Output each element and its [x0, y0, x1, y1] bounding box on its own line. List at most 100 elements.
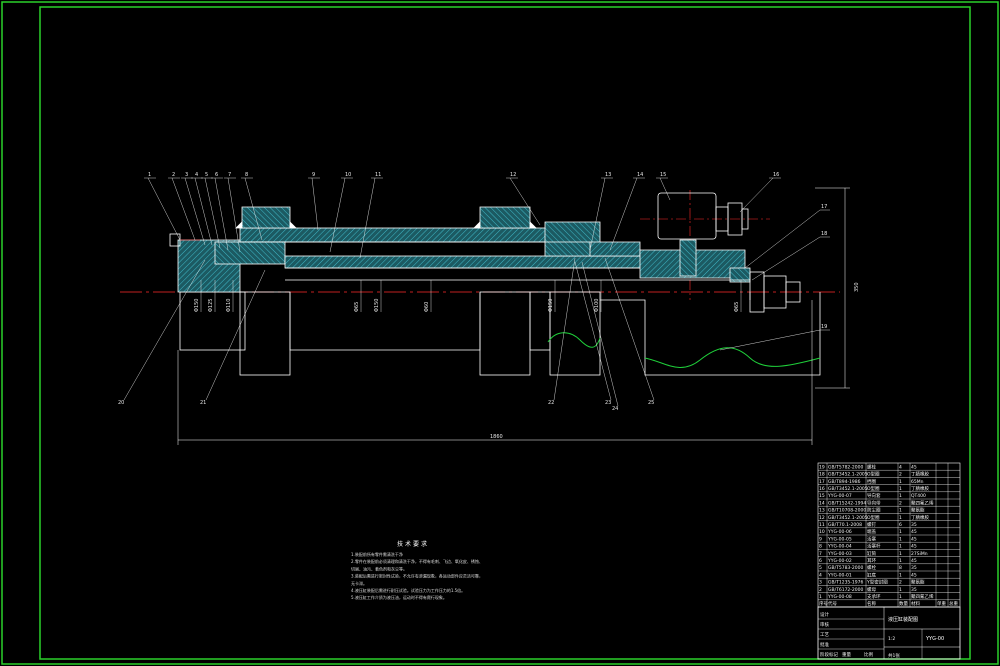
title-block-label: 批准 — [820, 641, 829, 648]
parts-cell: 缸筒 — [867, 550, 876, 557]
parts-cell: 35 — [911, 565, 917, 571]
parts-cell: 13 — [819, 508, 825, 514]
parts-cell: 4 — [899, 464, 902, 470]
parts-cell: YYG-00-08 — [827, 594, 852, 600]
notes-title: 技术要求 — [397, 540, 429, 548]
parts-cell: QT400 — [911, 493, 926, 499]
diameter-label: Φ100 — [594, 299, 600, 312]
balloon-label: 25 — [648, 400, 654, 406]
parts-cell: 65Mn — [911, 479, 924, 485]
parts-cell: 2 — [819, 587, 822, 593]
parts-cell: 螺钉 — [867, 521, 876, 528]
parts-cell: 27SiMn — [911, 551, 928, 557]
balloon-label: 14 — [637, 172, 643, 178]
parts-header: 代号 — [828, 600, 837, 607]
parts-cell: 9 — [819, 536, 822, 542]
parts-cell: YYG-00-07 — [827, 493, 852, 499]
parts-cell: 3 — [819, 580, 822, 586]
balloon-label: 16 — [773, 172, 779, 178]
balloon-label: 1 — [148, 172, 151, 178]
parts-cell: 聚氨酯 — [911, 579, 925, 586]
title-block-footer: 比例 — [864, 651, 873, 658]
notes-line: 5.液压缸工作介质为液压油，运动时不得有爬行现象。 — [351, 594, 447, 600]
parts-cell: GB/T6172-2000 — [828, 587, 864, 593]
parts-cell: 19 — [819, 464, 825, 470]
parts-cell: 5 — [819, 565, 822, 571]
parts-cell: YYG-00-06 — [827, 529, 852, 535]
parts-cell: GB/T3452.1-2005 — [828, 486, 868, 492]
balloon-label: 13 — [605, 172, 611, 178]
balloon-label: 8 — [245, 172, 248, 178]
parts-cell: 1 — [899, 594, 902, 600]
parts-cell: GB/T3452.1-2005 — [828, 515, 868, 521]
balloon-label: 21 — [200, 400, 206, 406]
balloon-label: 18 — [821, 231, 827, 237]
notes-line: 1.装配前所有零件需清洗干净 — [351, 551, 403, 557]
balloon-label: 6 — [215, 172, 218, 178]
parts-cell: 丁腈橡胶 — [911, 471, 929, 478]
parts-cell: 2 — [899, 500, 902, 506]
parts-cell: YYG-00-04 — [827, 544, 852, 550]
parts-cell: YYG-00-03 — [827, 551, 852, 557]
parts-cell: 45 — [911, 529, 917, 535]
parts-cell: 2 — [899, 472, 902, 478]
balloon-label: 24 — [612, 406, 618, 412]
parts-cell: 16 — [819, 486, 825, 492]
balloon-label: 20 — [118, 400, 124, 406]
dimension-lines — [177, 187, 850, 445]
notes-line: 无卡滞。 — [351, 580, 367, 586]
parts-cell: 45 — [911, 544, 917, 550]
parts-cell: 聚四氟乙烯 — [911, 593, 934, 600]
parts-cell: 端盖 — [867, 528, 876, 535]
parts-cell: 丁腈橡胶 — [911, 514, 929, 521]
balloon-label: 22 — [548, 400, 554, 406]
hydraulic-break-line-left — [547, 332, 601, 348]
parts-cell: GB/T1235-1976 — [828, 580, 864, 586]
parts-cell: GB/T15242-1994 — [828, 500, 866, 506]
parts-cell: O型圈 — [867, 485, 880, 492]
parts-cell: 35 — [911, 587, 917, 593]
parts-cell: 45 — [911, 572, 917, 578]
hydraulic-break-line — [644, 347, 821, 368]
parts-cell: 35 — [911, 522, 917, 528]
parts-cell: 2 — [899, 580, 902, 586]
balloon-label: 3 — [185, 172, 188, 178]
notes-line: 2.零件在装配前必须清理和清洗干净，不得有毛刺、飞边、氧化皮、锈蚀、 — [351, 558, 483, 564]
parts-cell: 挡圈 — [867, 478, 876, 485]
parts-cell: 1 — [899, 479, 902, 485]
sheet-count: 共1张 — [888, 652, 900, 659]
parts-cell: YYG-00-01 — [827, 572, 852, 578]
parts-cell: 聚氨酯 — [911, 507, 925, 514]
parts-cell: 导向带 — [867, 499, 881, 506]
parts-cell: 6 — [899, 522, 902, 528]
balloon-label: 17 — [821, 204, 827, 210]
parts-cell: 15 — [819, 493, 825, 499]
balloon-label: 5 — [205, 172, 208, 178]
balloon-label: 4 — [195, 172, 198, 178]
balloon-label: 11 — [375, 172, 381, 178]
parts-cell: GB/T5783-2000 — [828, 565, 864, 571]
parts-cell: 1 — [899, 486, 902, 492]
parts-cell: 14 — [819, 500, 825, 506]
parts-cell: 7 — [819, 551, 822, 557]
parts-header: 名称 — [867, 600, 876, 607]
parts-cell: GB/T5782-2000 — [828, 464, 864, 470]
parts-cell: 螺母 — [867, 586, 876, 593]
title-block-footer: 阶段标记 — [820, 651, 838, 658]
lower-half-outline — [179, 291, 821, 376]
parts-cell: 螺栓 — [867, 564, 876, 571]
title-block-label: 工艺 — [820, 632, 829, 638]
parts-cell: Y型密封圈 — [866, 579, 888, 586]
scale-value: 1:2 — [888, 636, 895, 642]
diameter-label: Φ150 — [374, 299, 380, 312]
parts-cell: 45 — [911, 464, 917, 470]
diameter-label: Φ65 — [734, 302, 740, 312]
parts-cell: 1 — [899, 493, 902, 499]
parts-cell: 丁腈橡胶 — [911, 485, 929, 492]
parts-cell: 1 — [819, 594, 822, 600]
drawing-number: YYG-00 — [925, 636, 944, 642]
balloon-label: 9 — [312, 172, 315, 178]
